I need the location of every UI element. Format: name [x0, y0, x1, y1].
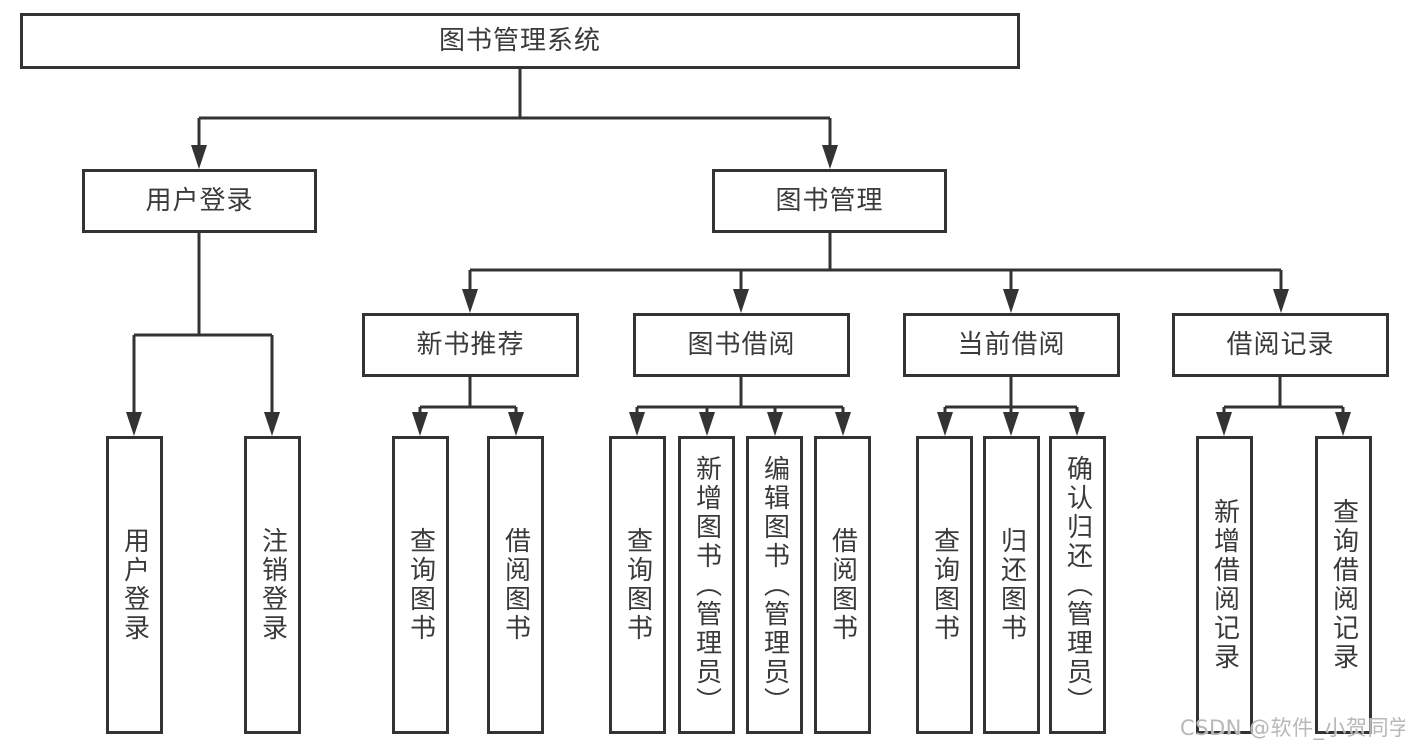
leaf-return-books: 归还图书 — [983, 436, 1040, 734]
leaf-edit-book-admin: 编辑图书（管理员） — [746, 436, 803, 734]
leaf-query-books: 查询图书 — [916, 436, 973, 734]
connector-paths — [132, 69, 1345, 413]
leaf-query-books: 查询图书 — [609, 436, 666, 734]
leaf-user-login: 用户登录 — [106, 436, 163, 734]
node-book-management-module: 图书管理 — [712, 169, 947, 233]
node-user-login-module: 用户登录 — [82, 169, 317, 233]
leaf-add-book-admin: 新增图书（管理员） — [678, 436, 735, 734]
leaf-borrow-books: 借阅图书 — [814, 436, 871, 734]
node-library-management-system: 图书管理系统 — [20, 13, 1020, 69]
csdn-watermark: CSDN @软件_小贺同学 — [1180, 716, 1405, 740]
node-borrowing-records: 借阅记录 — [1172, 313, 1389, 377]
node-current-borrowing: 当前借阅 — [903, 313, 1120, 377]
leaf-logout: 注销登录 — [244, 436, 301, 734]
leaf-query-books: 查询图书 — [392, 436, 449, 734]
leaf-query-borrow-record: 查询借阅记录 — [1315, 436, 1372, 734]
node-book-borrowing: 图书借阅 — [633, 313, 850, 377]
node-new-book-recommend: 新书推荐 — [362, 313, 579, 377]
leaf-borrow-books: 借阅图书 — [487, 436, 544, 734]
arrowhead-icons — [126, 145, 1351, 436]
leaf-confirm-return-admin: 确认归还（管理员） — [1049, 436, 1106, 734]
leaf-add-borrow-record: 新增借阅记录 — [1196, 436, 1253, 734]
